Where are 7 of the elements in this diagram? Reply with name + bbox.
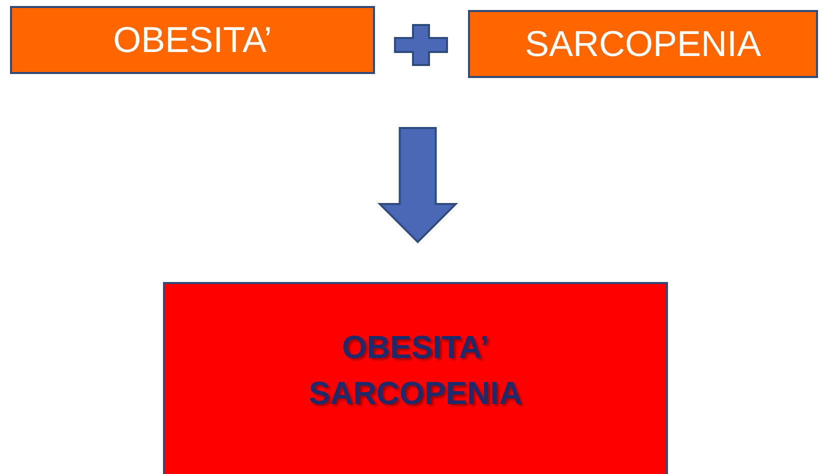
term-label: OBESITA’	[113, 19, 272, 61]
result-title: OBESITA’ SARCOPENIA	[308, 328, 524, 414]
term-box	[468, 10, 818, 78]
block-arrow	[377, 127, 458, 244]
result-box	[163, 282, 668, 474]
term-label: SARCOPENIA	[524, 23, 762, 65]
term-box	[10, 6, 375, 74]
